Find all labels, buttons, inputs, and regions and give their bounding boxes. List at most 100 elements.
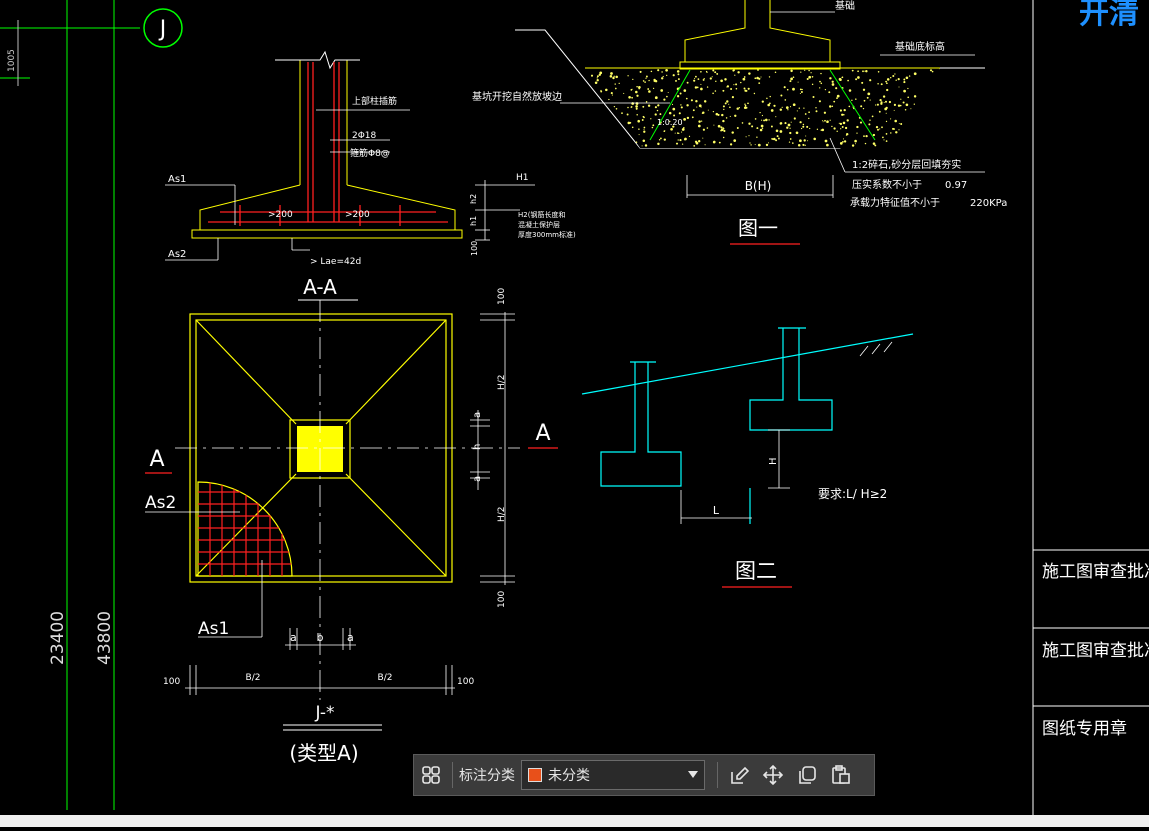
as1-plan-label: As1 [198,619,229,639]
gravel-speck [905,103,909,107]
gravel-speck [890,132,892,134]
gravel-speck [726,100,729,103]
dim-100-right: 100 [457,677,474,687]
gravel-speck [731,131,734,134]
copy-icon [799,766,816,784]
figure-2-requirement: 要求:L/ H≥2 [818,487,887,501]
gravel-speck [829,119,831,121]
gravel-speck [596,75,599,78]
gravel-speck [645,100,648,103]
h2-note-3: 厚度300mm标准) [518,230,576,239]
dim-100-left: 100 [163,677,180,687]
gravel-speck [615,107,618,110]
gravel-speck [670,127,673,131]
edit-annotation-button[interactable] [722,758,756,792]
gravel-speck [662,75,664,78]
bottom-elev-label: 基础底标高 [895,40,945,53]
gravel-speck [774,71,777,73]
gravel-speck [671,103,674,106]
gravel-speck [781,106,783,108]
gravel-speck [618,82,620,85]
grid-menu-button[interactable] [414,758,448,792]
paste-button[interactable] [824,758,858,792]
category-color-swatch [528,768,542,782]
gravel-speck [744,89,747,92]
gravel-speck [598,73,601,76]
gravel-speck [677,73,680,76]
gravel-speck [883,101,885,104]
gravel-speck [743,76,746,78]
gravel-speck [703,100,707,103]
gravel-speck [756,136,758,138]
d100-side: 100 [470,241,479,256]
gravel-speck [716,72,719,75]
gravel-speck [822,120,824,122]
gravel-speck [775,129,779,133]
gravel-speck [749,142,751,144]
gravel-speck [729,106,731,109]
gravel-speck [880,101,883,104]
gravel-speck [642,115,645,118]
gravel-speck [679,139,682,142]
gravel-speck [767,103,770,107]
figure-1-caption: 图一 [738,216,778,240]
gravel-speck [723,108,725,111]
gravel-speck [679,92,682,95]
gravel-speck [665,68,668,72]
gravel-speck [831,80,834,83]
gravel-speck [784,99,787,101]
paste-icon [832,765,850,784]
gravel-speck [897,104,901,107]
gravel-speck [704,144,706,146]
category-selected-value: 未分类 [548,768,590,784]
foundation-plan: A-A A A As2 As1 [145,275,558,765]
title-block-frame [1032,0,1149,815]
gravel-speck [753,92,756,95]
gravel-speck [742,78,744,80]
gravel-speck [742,77,746,81]
foundation-label: 基础 [835,0,855,12]
gravel-speck [872,133,876,137]
gravel-speck [644,144,648,147]
gravel-speck [685,97,688,100]
gravel-speck [874,144,877,147]
gravel-speck [824,89,827,91]
gravel-speck [768,119,770,121]
gravel-speck [779,130,783,133]
gravel-speck [819,80,821,83]
gravel-speck [787,109,789,111]
gravel-speck [881,126,883,129]
gravel-speck [759,128,763,132]
gravel-speck [815,110,818,113]
gravel-speck [761,114,764,117]
gravel-speck [880,83,883,86]
gravel-speck [678,112,681,115]
gravel-speck [805,135,807,137]
gravel-speck [843,108,846,112]
gravel-speck [657,142,660,146]
annotation-category-select[interactable]: 未分类 [521,760,705,790]
gravel-speck [886,88,889,92]
gravel-speck [913,95,917,98]
gravel-speck [736,127,739,129]
gravel-speck [786,126,789,129]
gravel-speck [819,87,821,89]
gravel-speck [780,94,783,97]
gravel-speck [913,72,917,76]
gravel-speck [614,87,617,90]
gravel-speck [865,70,868,73]
gravel-speck [780,122,783,125]
lae-label: > Lae=42d [310,257,361,267]
copy-button[interactable] [790,758,824,792]
gravel-speck [672,74,675,77]
gravel-speck [680,106,683,109]
gravel-speck [795,131,799,135]
gravel-speck [761,100,764,103]
gravel-speck [660,89,664,92]
gravel-speck [799,92,801,95]
title-row-1: 施工图审查批准单 [1042,562,1149,582]
move-button[interactable] [756,758,790,792]
gravel-speck [867,92,871,96]
gravel-speck [785,106,789,109]
